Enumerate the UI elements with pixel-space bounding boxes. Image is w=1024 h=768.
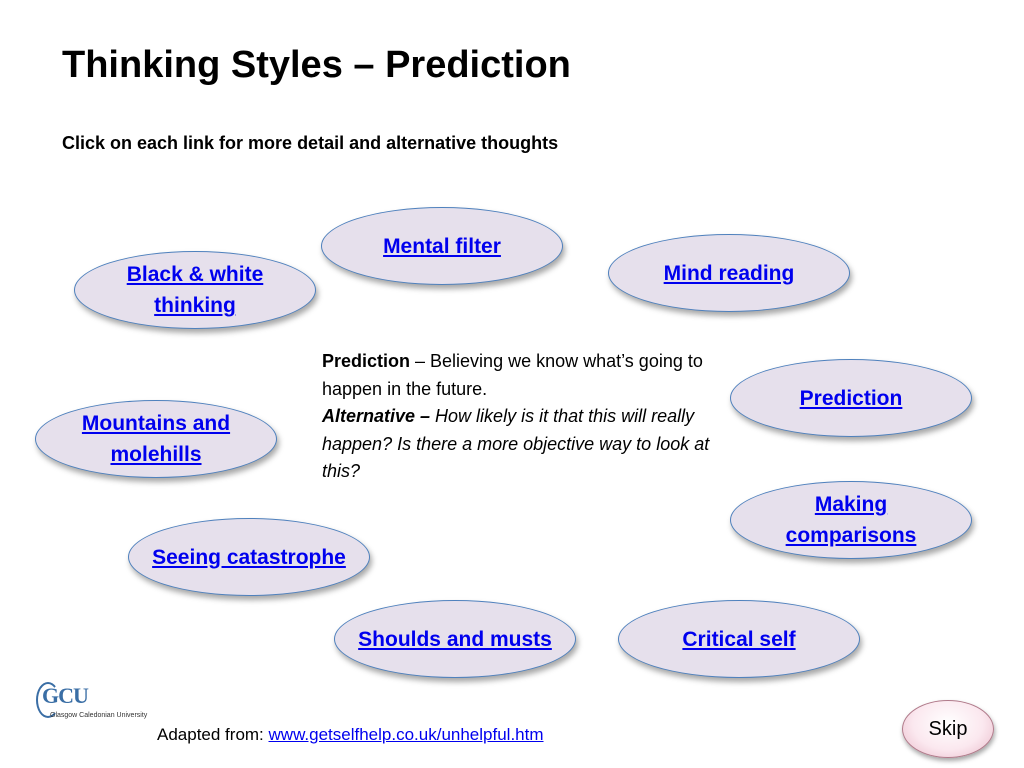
mind-reading-bubble[interactable]: Mind reading (608, 234, 850, 312)
black-white-thinking-bubble[interactable]: Black & white thinking (74, 251, 316, 329)
shoulds-musts-link[interactable]: Shoulds and musts (358, 627, 552, 651)
mountains-molehills-link[interactable]: Mountains and molehills (81, 412, 231, 466)
source-credit: Adapted from: www.getselfhelp.co.uk/unhe… (157, 725, 544, 745)
mountains-molehills-bubble[interactable]: Mountains and molehills (35, 400, 277, 478)
making-comparisons-link[interactable]: Making comparisons (785, 493, 917, 547)
mind-reading-link[interactable]: Mind reading (663, 261, 795, 285)
critical-self-bubble[interactable]: Critical self (618, 600, 860, 678)
logo-ring-icon (36, 682, 60, 718)
alternative-label: Alternative – (322, 406, 431, 426)
page-subtitle: Click on each link for more detail and a… (62, 133, 559, 153)
mental-filter-link[interactable]: Mental filter (383, 234, 501, 258)
prediction-description: Prediction – Believing we know what’s go… (322, 348, 712, 486)
prediction-bubble[interactable]: Prediction (730, 359, 972, 437)
making-comparisons-bubble[interactable]: Making comparisons (730, 481, 972, 559)
skip-button[interactable]: Skip (902, 700, 994, 758)
black-white-thinking-link[interactable]: Black & white thinking (126, 263, 264, 317)
gcu-logo: GCU Glasgow Caledonian University (36, 680, 147, 732)
seeing-catastrophe-bubble[interactable]: Seeing catastrophe (128, 518, 370, 596)
alternative-text: How likely is it that this will really h… (322, 406, 710, 481)
description-term: Prediction (322, 351, 411, 371)
logo-name: GCU (42, 683, 89, 708)
shoulds-musts-bubble[interactable]: Shoulds and musts (334, 600, 576, 678)
logo-subtext: Glasgow Caledonian University (50, 712, 148, 719)
source-link[interactable]: www.getselfhelp.co.uk/unhelpful.htm (268, 725, 544, 744)
source-prefix: Adapted from: (157, 725, 269, 744)
seeing-catastrophe-link[interactable]: Seeing catastrophe (152, 545, 346, 569)
mental-filter-bubble[interactable]: Mental filter (321, 207, 563, 285)
critical-self-link[interactable]: Critical self (682, 627, 796, 651)
description-definition: – Believing we know what’s going to happ… (322, 351, 703, 399)
prediction-link[interactable]: Prediction (799, 386, 903, 410)
page-title: Thinking Styles – Prediction (62, 44, 571, 86)
